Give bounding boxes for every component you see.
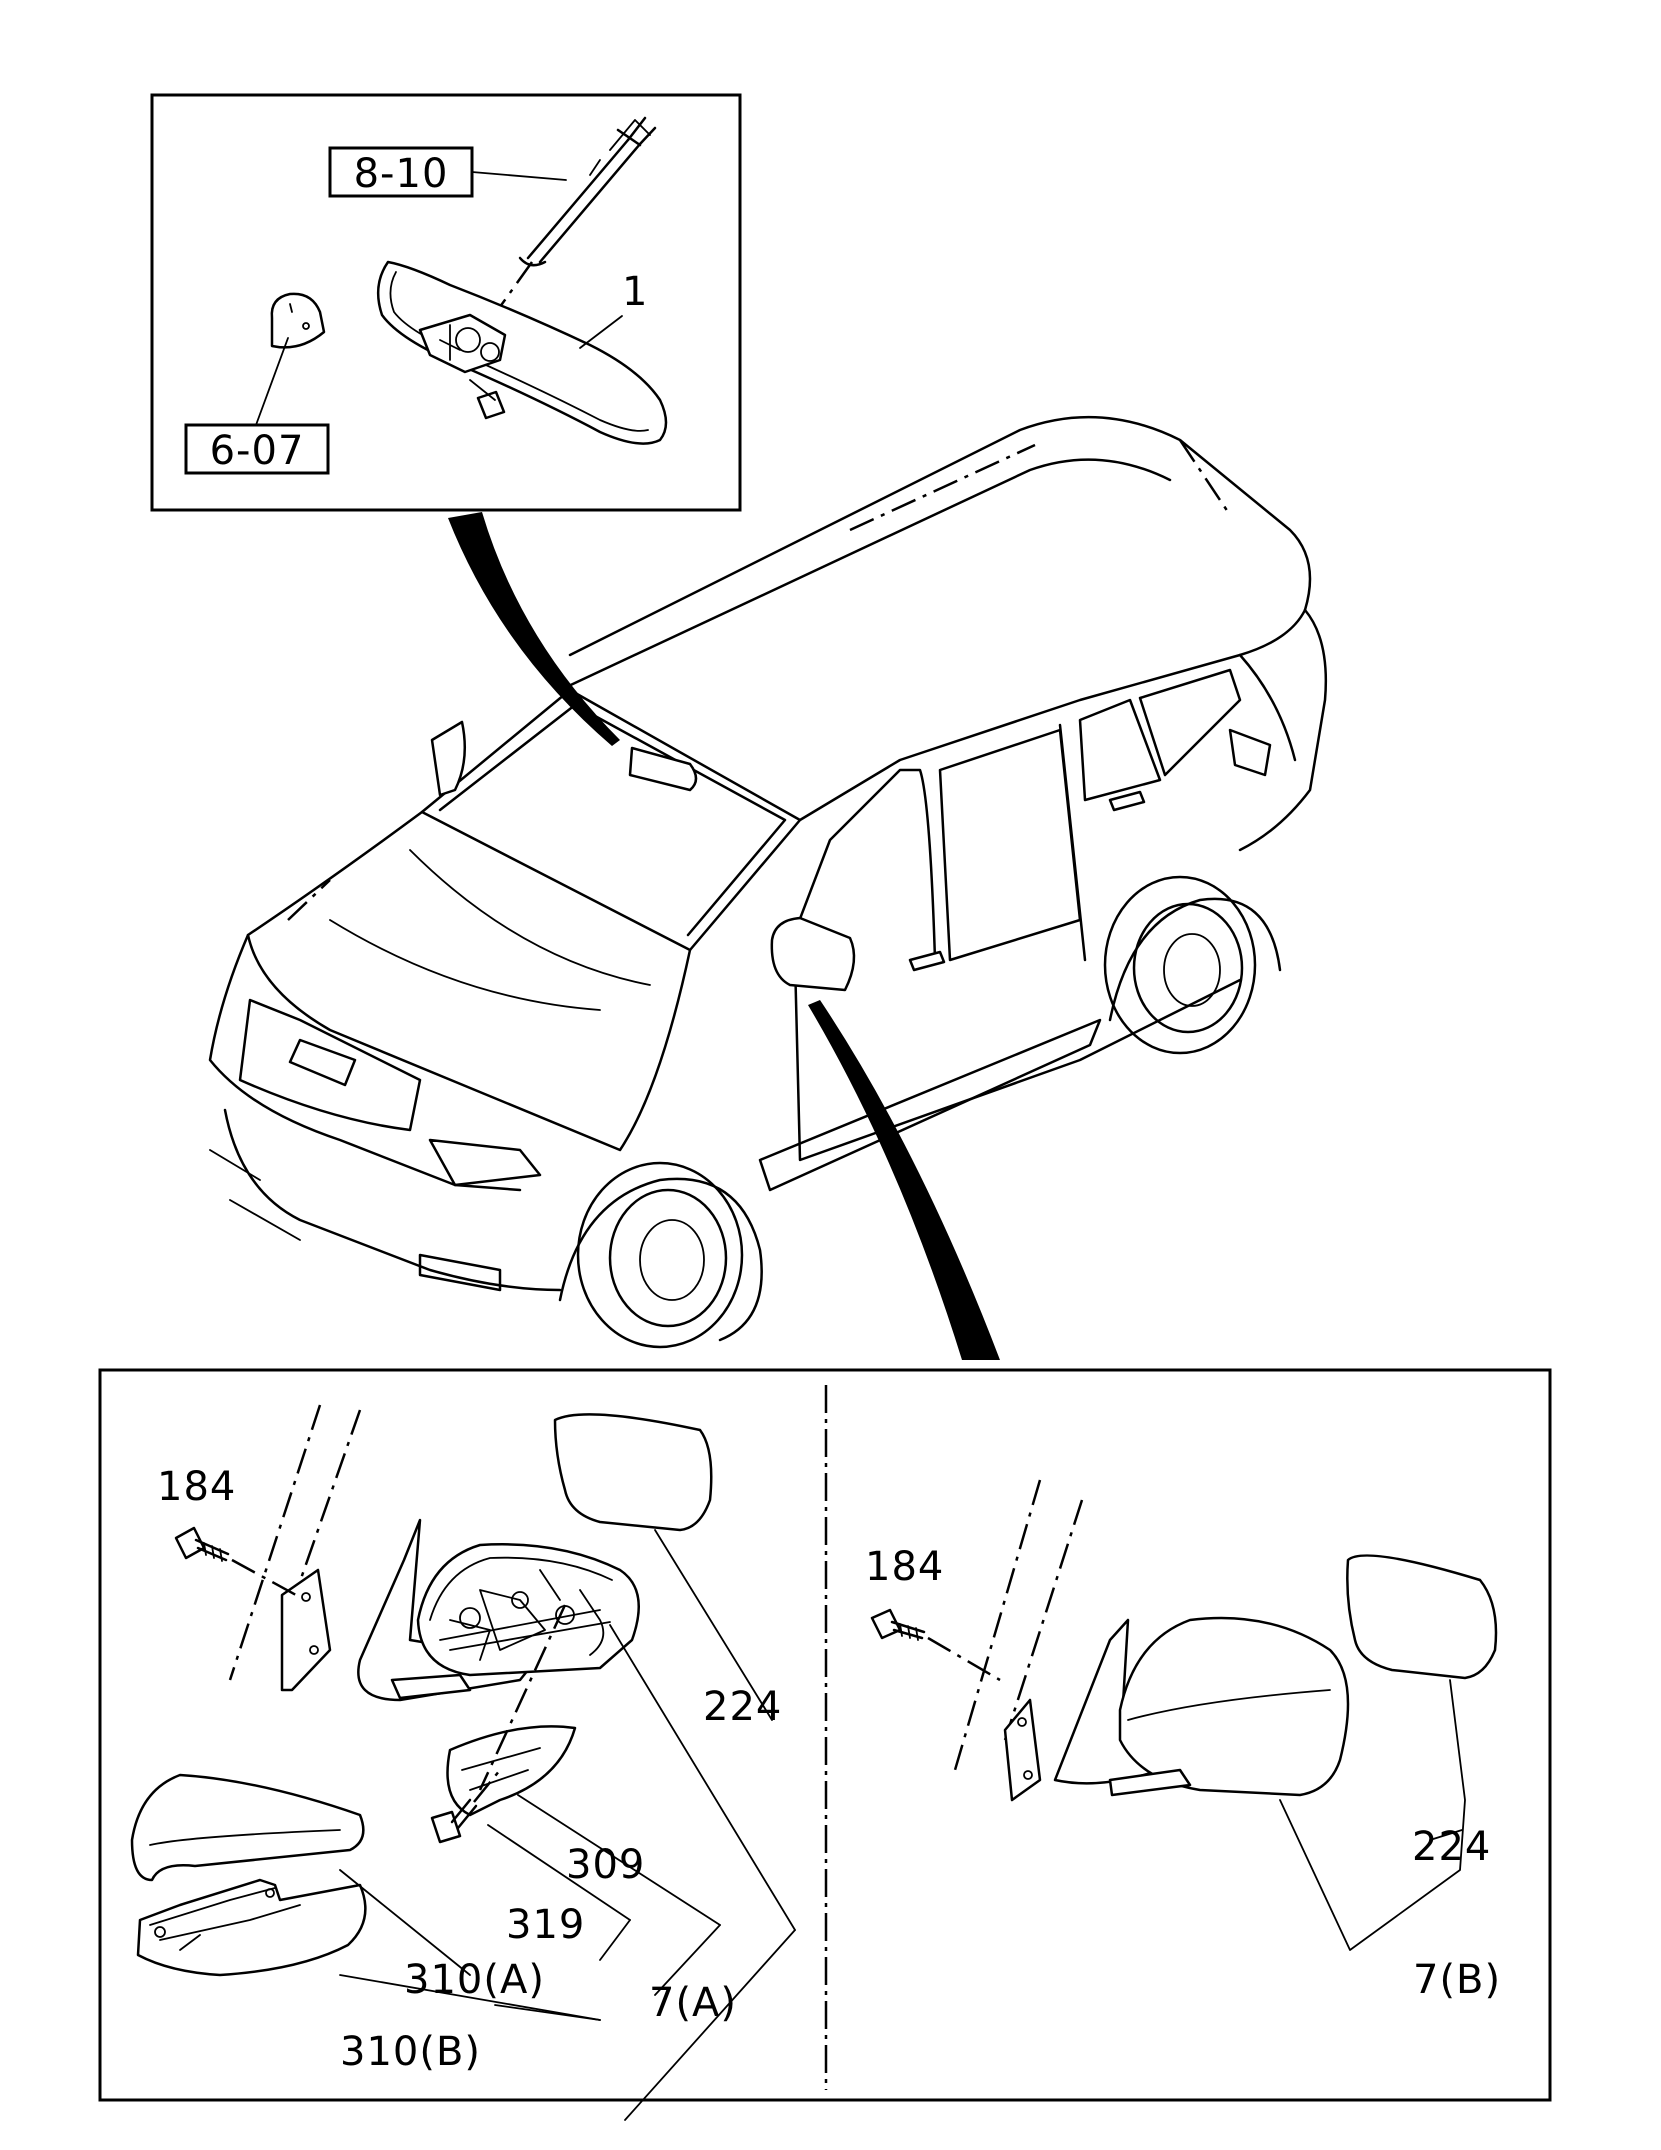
car-left-mirror: [430, 720, 467, 797]
car-interior-mirror: [628, 746, 698, 792]
pointer-mirror: [448, 512, 620, 746]
mirror-glass-b: [1346, 1554, 1498, 1680]
label-310a: 310(A): [404, 1957, 545, 2003]
mirror-assembly-b: 184 224 7(B): [865, 1479, 1501, 2003]
label-184-a: 184: [157, 1464, 236, 1510]
label-7a: 7(A): [649, 1980, 737, 2026]
turn-signal-309: [446, 1725, 577, 1817]
label-310b: 310(B): [340, 2029, 481, 2075]
callout-8-10: 8-10: [328, 146, 567, 198]
inset-side-mirrors: 184 224 309 319 310(A) 7(A) 310(B): [98, 1368, 1552, 2121]
label-184-b: 184: [865, 1544, 944, 1590]
front-wheel: [558, 1161, 763, 1349]
part-1-text: 1: [622, 269, 648, 315]
rear-wheel: [1103, 875, 1282, 1055]
pointer-side-mirror: [808, 1000, 1000, 1360]
inset-rearview-mirror: 8-10 6-07 1: [150, 93, 742, 512]
vehicle-illustration: [208, 415, 1328, 1349]
screw-319: [430, 1769, 501, 1844]
label-309: 309: [566, 1842, 645, 1888]
ref-8-10-text: 8-10: [354, 151, 449, 197]
mirror-glass-a: [553, 1413, 713, 1532]
bolt-184-b: [870, 1608, 1001, 1682]
cover-310a: [130, 1773, 365, 1882]
ref-6-07-text: 6-07: [210, 428, 305, 474]
label-7b: 7(B): [1413, 1957, 1501, 2003]
callout-6-07: 6-07: [184, 337, 330, 475]
mirror-assembly-a: 184 224 309 319 310(A) 7(A) 310(B): [130, 1404, 796, 2121]
callout-part-1: 1: [579, 269, 648, 349]
rearview-mirror: [376, 260, 668, 445]
label-224-b: 224: [1412, 1824, 1491, 1870]
car-right-mirror: [770, 916, 856, 992]
label-224-a: 224: [703, 1684, 782, 1730]
label-319: 319: [506, 1902, 585, 1948]
bolt-184-a: [174, 1526, 297, 1597]
sensor-cover: [270, 292, 326, 349]
